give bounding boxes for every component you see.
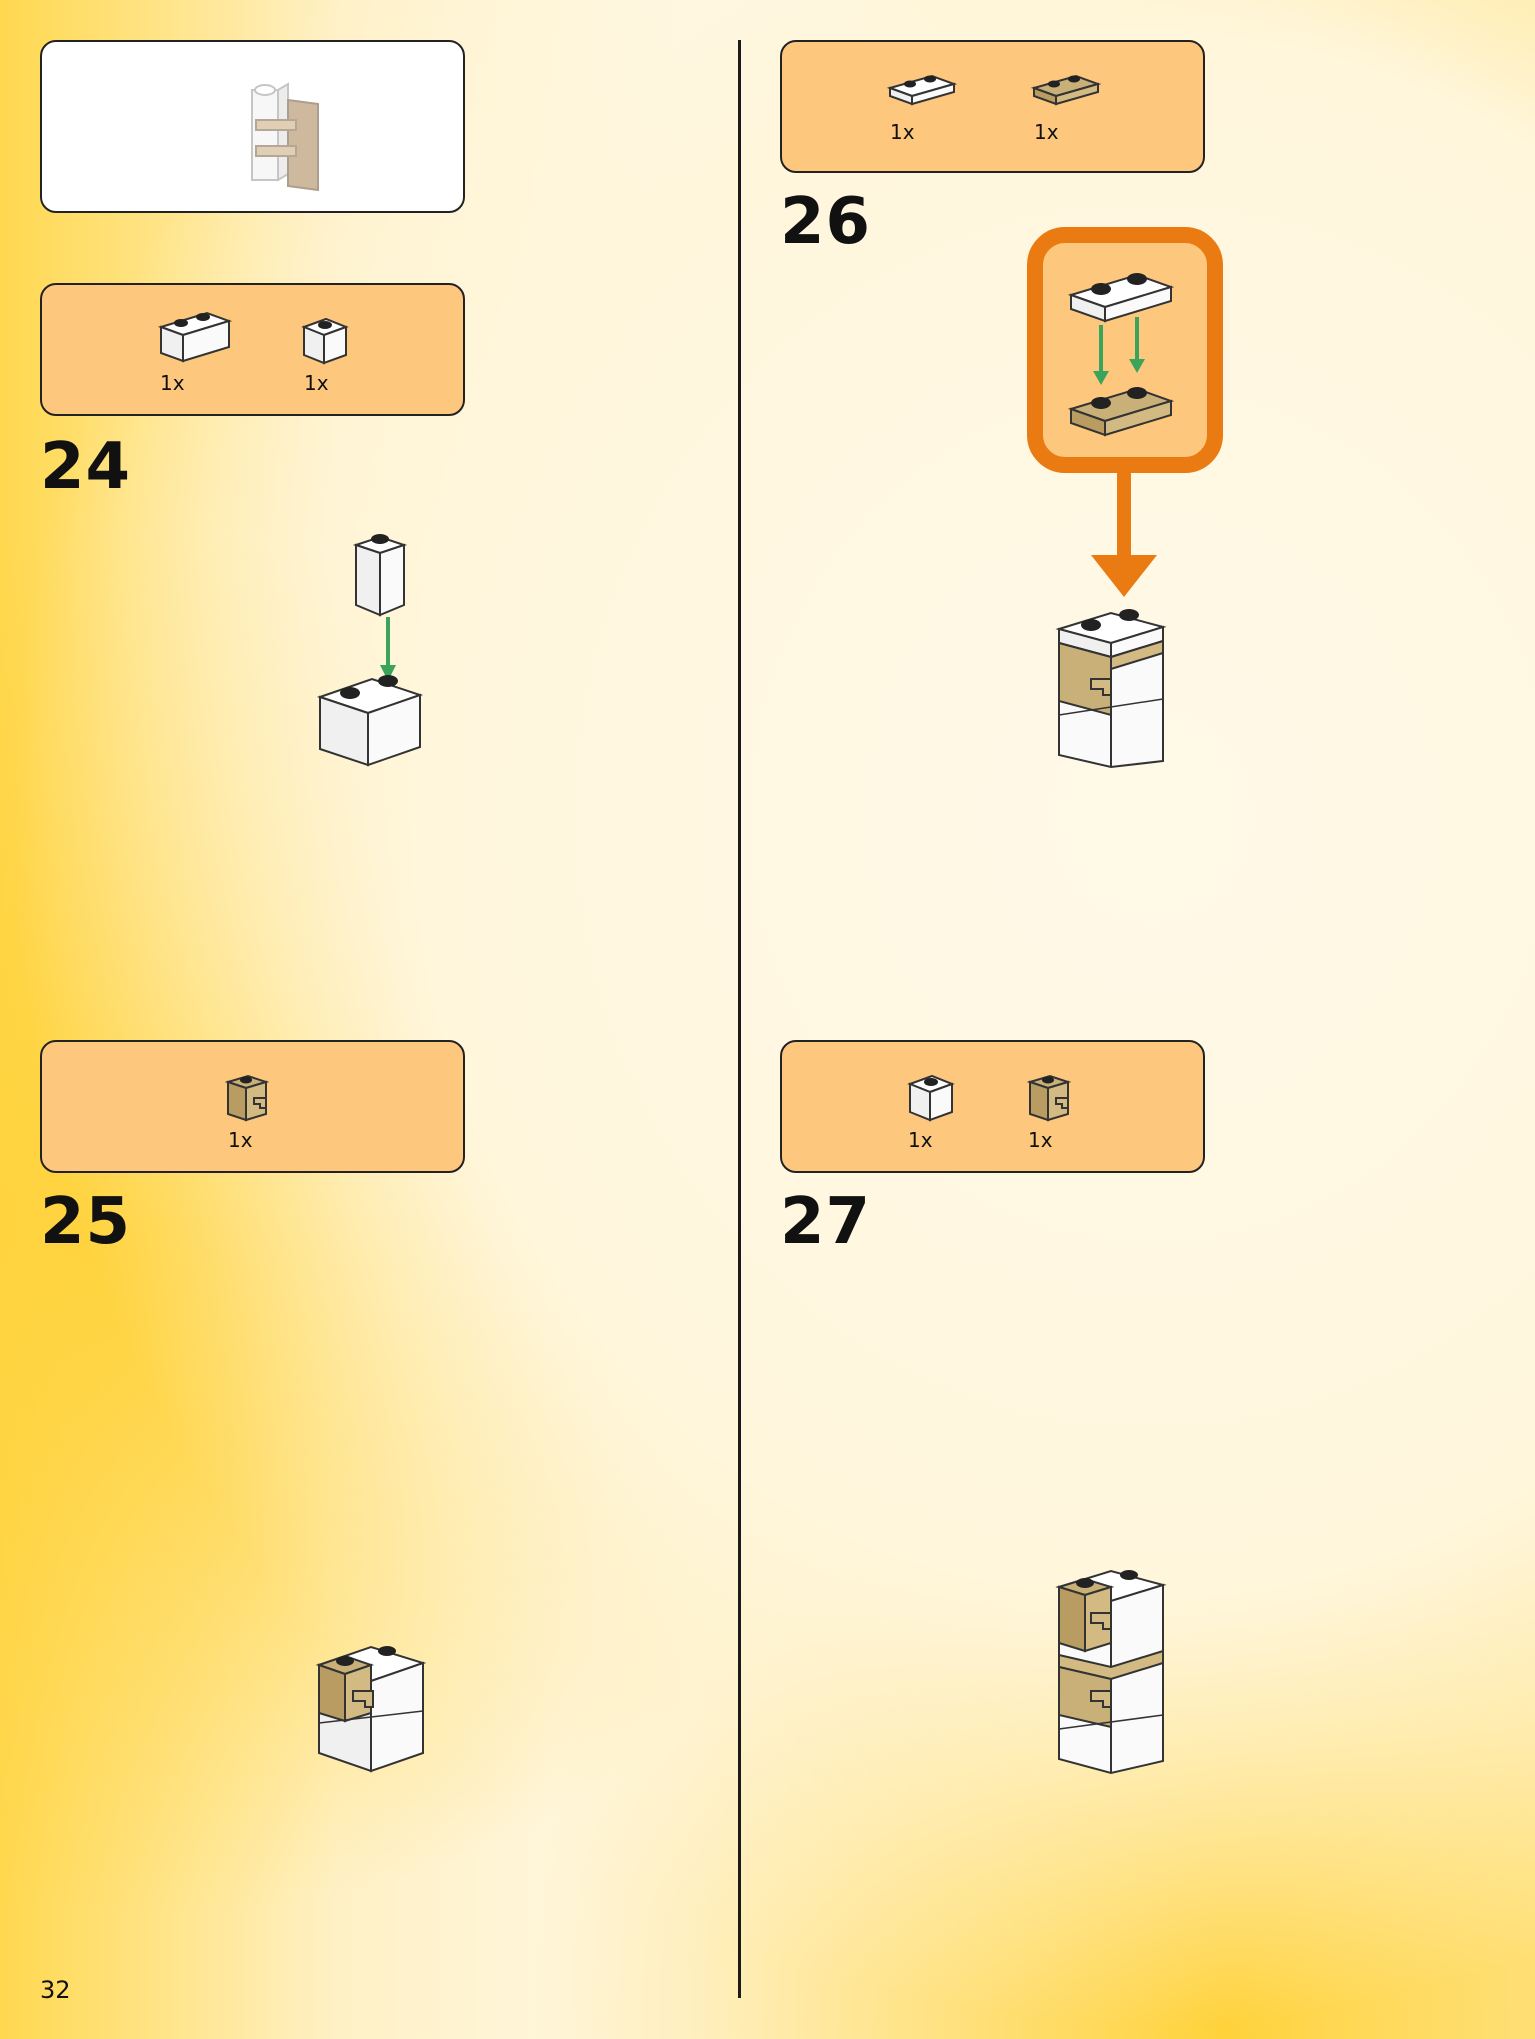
page-number: 32 [40, 1976, 71, 2004]
tan-brick-with-clip-icon [1026, 1074, 1072, 1122]
step-24-part-2-qty: 1x [304, 371, 329, 395]
step-27-build-illustration [1055, 1569, 1167, 1775]
step-26-part-1-qty: 1x [890, 120, 915, 144]
step-25-part-1-qty: 1x [228, 1128, 253, 1152]
step-26-number: 26 [780, 185, 872, 259]
step-25-parts-panel: 1x [40, 1040, 465, 1173]
step-25-number: 25 [40, 1185, 132, 1259]
step-27-part-2-qty: 1x [1028, 1128, 1053, 1152]
white-brick-1x2-icon [157, 311, 233, 363]
tan-plate-1x2-icon [1030, 74, 1102, 106]
step-25-build-illustration [315, 1645, 427, 1773]
white-plate-1x2-icon [886, 74, 958, 106]
step-26-subassembly-callout [1027, 227, 1223, 597]
step-26-part-2-qty: 1x [1034, 120, 1059, 144]
step-24-number: 24 [40, 430, 132, 504]
white-brick-1x1-icon [301, 317, 349, 365]
column-divider [738, 40, 741, 1998]
assembly-preview-icon [251, 82, 319, 192]
white-brick-1x1-icon [907, 1074, 955, 1122]
previous-assembly-preview [40, 40, 465, 213]
tan-brick-with-clip-icon [224, 1074, 270, 1122]
step-24-build-illustration [316, 534, 424, 767]
step-27-parts-panel: 1x 1x [780, 1040, 1205, 1173]
step-27-number: 27 [780, 1185, 872, 1259]
step-26-parts-panel: 1x 1x [780, 40, 1205, 173]
step-26-build-illustration [1055, 609, 1167, 769]
step-24-parts-panel: 1x 1x [40, 283, 465, 416]
step-24-part-1-qty: 1x [160, 371, 185, 395]
step-27-part-1-qty: 1x [908, 1128, 933, 1152]
